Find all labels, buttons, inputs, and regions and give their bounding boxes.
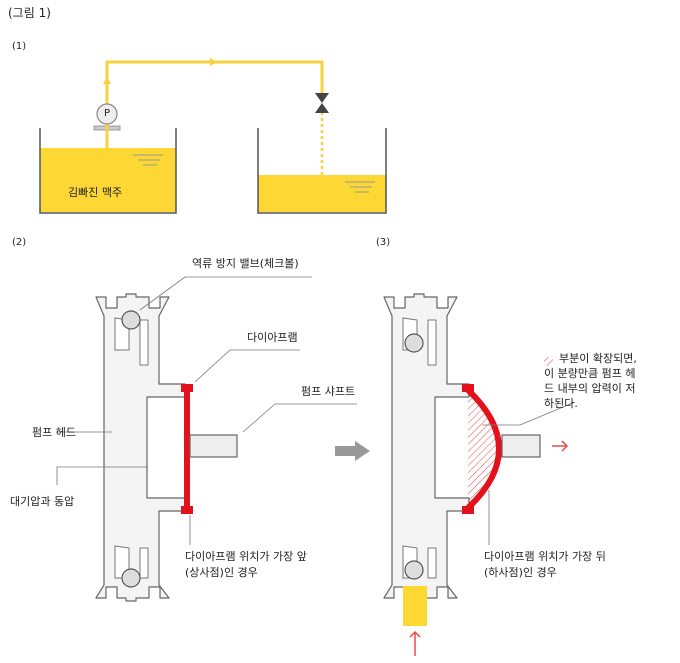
panel-label-2: (2) <box>12 237 27 248</box>
pump-body-outline-2 <box>383 293 470 602</box>
check-ball-top <box>121 310 141 330</box>
valve-icon-lower <box>315 103 329 113</box>
pump-head-label: 펌프 헤드 <box>32 426 76 439</box>
note-line2: 이 분량만큼 펌프 헤 <box>544 367 636 380</box>
pump-shaft-2 <box>501 434 541 458</box>
note-line3: 드 내부의 압력이 저 <box>544 382 636 395</box>
figure-title: (그림 1) <box>8 6 51 20</box>
note-leader <box>482 401 576 426</box>
transition-arrow-icon <box>335 441 370 461</box>
diaphragm-label: 다이아프램 <box>247 331 298 344</box>
valve-icon <box>315 93 329 103</box>
note-line1: 부분이 확장되면, <box>559 352 637 365</box>
pipe-right-arrow-icon <box>210 58 218 66</box>
pipe-up-arrow-icon <box>103 76 111 84</box>
atmosphere-label: 대기압과 동압 <box>10 495 75 508</box>
diaphragm-bottom-clamp-2 <box>462 506 474 514</box>
check-valve-label: 역류 방지 밸브(체크볼) <box>192 257 299 270</box>
position-label-line1-2: 다이아프램 위치가 가장 뒤 <box>484 550 606 563</box>
shaft-retract-arrow-icon <box>552 440 569 452</box>
inflow-beer <box>403 586 427 626</box>
transfer-pipe <box>105 60 324 150</box>
right-tank-ripple-icon <box>345 181 375 193</box>
diaphragm-curve <box>465 387 502 511</box>
check-valve-leader <box>139 276 312 311</box>
tank-label: 김빠진 맥주 <box>68 186 123 199</box>
position-label-line2: (상사점)인 경우 <box>185 566 258 579</box>
check-ball-bottom-2 <box>404 560 424 580</box>
pump-icon <box>96 103 118 125</box>
panel-label-1: (1) <box>12 41 27 52</box>
diaphragm-top-clamp <box>181 384 193 392</box>
panel-label-3: (3) <box>376 237 391 248</box>
left-tank-beer <box>40 148 176 212</box>
diaphragm-bar <box>184 388 190 510</box>
shaft-leader <box>242 403 357 433</box>
position-label-line1: 다이아프램 위치가 가장 앞 <box>185 550 307 563</box>
diaphragm-bottom-clamp <box>181 506 193 514</box>
position-label-line2-2: (하사점)인 경우 <box>484 566 557 579</box>
note-line4: 하된다. <box>544 397 578 410</box>
shaft-label: 펌프 샤프트 <box>301 385 356 398</box>
pump-shaft <box>189 434 238 458</box>
check-ball-bottom <box>121 568 141 588</box>
atmosphere-leader <box>56 466 148 485</box>
left-tank <box>39 128 177 214</box>
panel-2-pump-top-dead-center <box>56 276 357 602</box>
diaphragm-top-clamp-2 <box>462 384 474 392</box>
inflow-up-arrow-icon <box>409 630 421 656</box>
panel-1-transfer-diagram <box>39 58 387 214</box>
panel-3-pump-bottom-dead-center <box>383 293 576 656</box>
right-tank-beer <box>258 175 386 212</box>
diaphragm-leader <box>194 349 300 383</box>
pump-symbol-label: P <box>103 108 111 119</box>
right-tank <box>257 128 387 214</box>
left-tank-ripple-icon <box>133 154 163 166</box>
check-ball-top-2 <box>404 333 424 353</box>
hatch-legend-icon <box>544 357 553 366</box>
